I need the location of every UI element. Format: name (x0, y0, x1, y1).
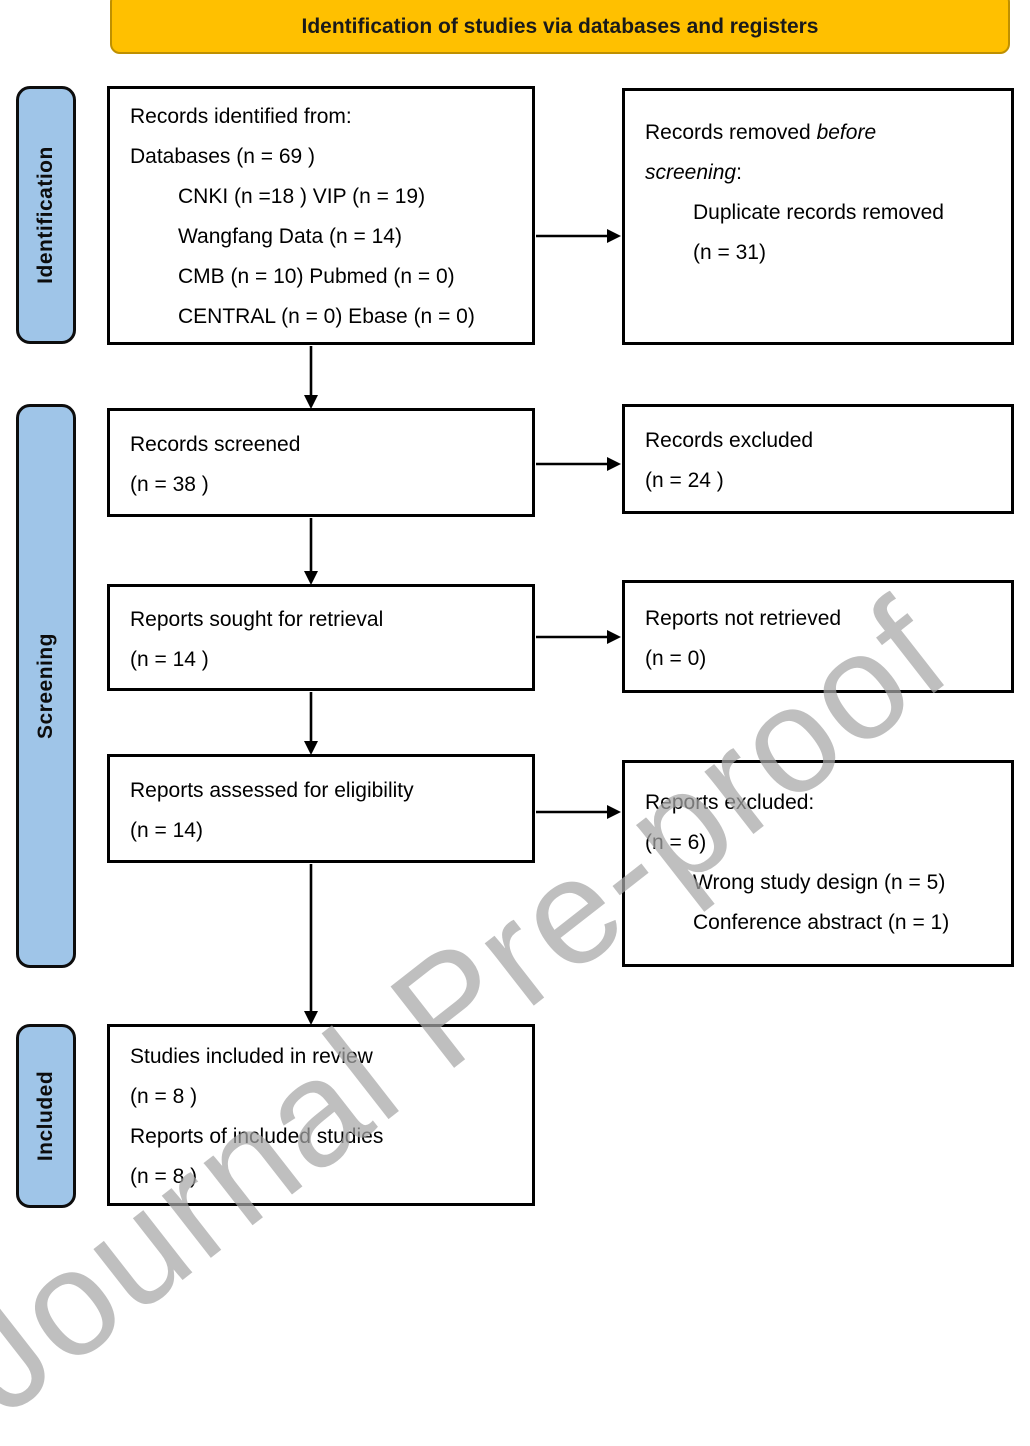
box-line: Wangfang Data (n = 14) (178, 225, 402, 248)
arrow-assessed-to-reports-excluded (536, 805, 621, 819)
stage-included-label: Included (34, 1070, 57, 1162)
box-line: CMB (n = 10) Pubmed (n = 0) (178, 265, 455, 288)
stage-screening: Screening (16, 404, 76, 968)
box-reports-assessed: Reports assessed for eligibility (n = 14… (107, 754, 535, 863)
box-records-excluded: Records excluded (n = 24 ) (622, 404, 1014, 514)
box-reports-excluded: Reports excluded: (n = 6) Wrong study de… (622, 760, 1014, 967)
box-line: (n = 0) (645, 647, 707, 670)
box-line: CNKI (n =18 ) VIP (n = 19) (178, 185, 426, 208)
box-line: Studies included in review (130, 1045, 373, 1068)
italic-text: screening (645, 161, 737, 184)
box-line: screening: (645, 161, 742, 184)
box-line: (n = 8 ) (130, 1085, 198, 1108)
box-line: Reports excluded: (645, 791, 815, 814)
box-reports-not-retrieved: Reports not retrieved (n = 0) (622, 580, 1014, 693)
box-line: Databases (n = 69 ) (130, 145, 316, 168)
journal-preproof-watermark: Journal Pre-proof (0, 566, 979, 1444)
arrow-identified-to-screened (304, 346, 318, 409)
box-line: (n = 38 ) (130, 473, 209, 496)
header-title: Identification of studies via databases … (301, 15, 819, 38)
italic-text: before (816, 121, 877, 144)
box-records-removed: Records removed before screening: Duplic… (622, 88, 1014, 345)
box-studies-included: Studies included in review (n = 8 ) Repo… (107, 1024, 535, 1206)
box-line: (n = 14 ) (130, 648, 209, 671)
box-line: Records removed before (645, 121, 877, 144)
box-line: (n = 8 ) (130, 1165, 198, 1188)
box-reports-sought: Reports sought for retrieval (n = 14 ) (107, 584, 535, 691)
arrow-assessed-to-included (304, 864, 318, 1025)
box-line: Reports not retrieved (645, 607, 842, 630)
stage-identification: Identification (16, 86, 76, 344)
box-line: Wrong study design (n = 5) (693, 871, 946, 894)
box-line: Conference abstract (n = 1) (693, 911, 950, 934)
stage-identification-label: Identification (34, 146, 58, 284)
box-records-identified: Records identified from: Databases (n = … (107, 86, 535, 345)
header-banner: Identification of studies via databases … (110, 0, 1010, 54)
box-line: Duplicate records removed (693, 201, 944, 224)
arrow-screened-to-excluded (536, 457, 621, 471)
arrow-sought-to-assessed (304, 692, 318, 755)
box-line: Reports sought for retrieval (130, 608, 384, 631)
arrow-identified-to-removed (536, 229, 621, 243)
stage-included: Included (16, 1024, 76, 1208)
box-line: Records screened (130, 433, 301, 456)
box-line: Records excluded (645, 429, 814, 452)
arrow-screened-to-sought (304, 518, 318, 585)
box-line: (n = 6) (645, 831, 707, 854)
box-line: Records identified from: (130, 105, 352, 128)
arrow-sought-to-not-retrieved (536, 630, 621, 644)
box-records-screened: Records screened (n = 38 ) (107, 408, 535, 517)
box-line: Reports assessed for eligibility (130, 779, 414, 802)
box-line: (n = 31) (693, 241, 766, 264)
box-line: Reports of included studies (130, 1125, 384, 1148)
stage-screening-label: Screening (34, 632, 58, 740)
box-line: (n = 14) (130, 819, 203, 842)
box-line: (n = 24 ) (645, 469, 724, 492)
box-line: CENTRAL (n = 0) Ebase (n = 0) (178, 305, 475, 328)
